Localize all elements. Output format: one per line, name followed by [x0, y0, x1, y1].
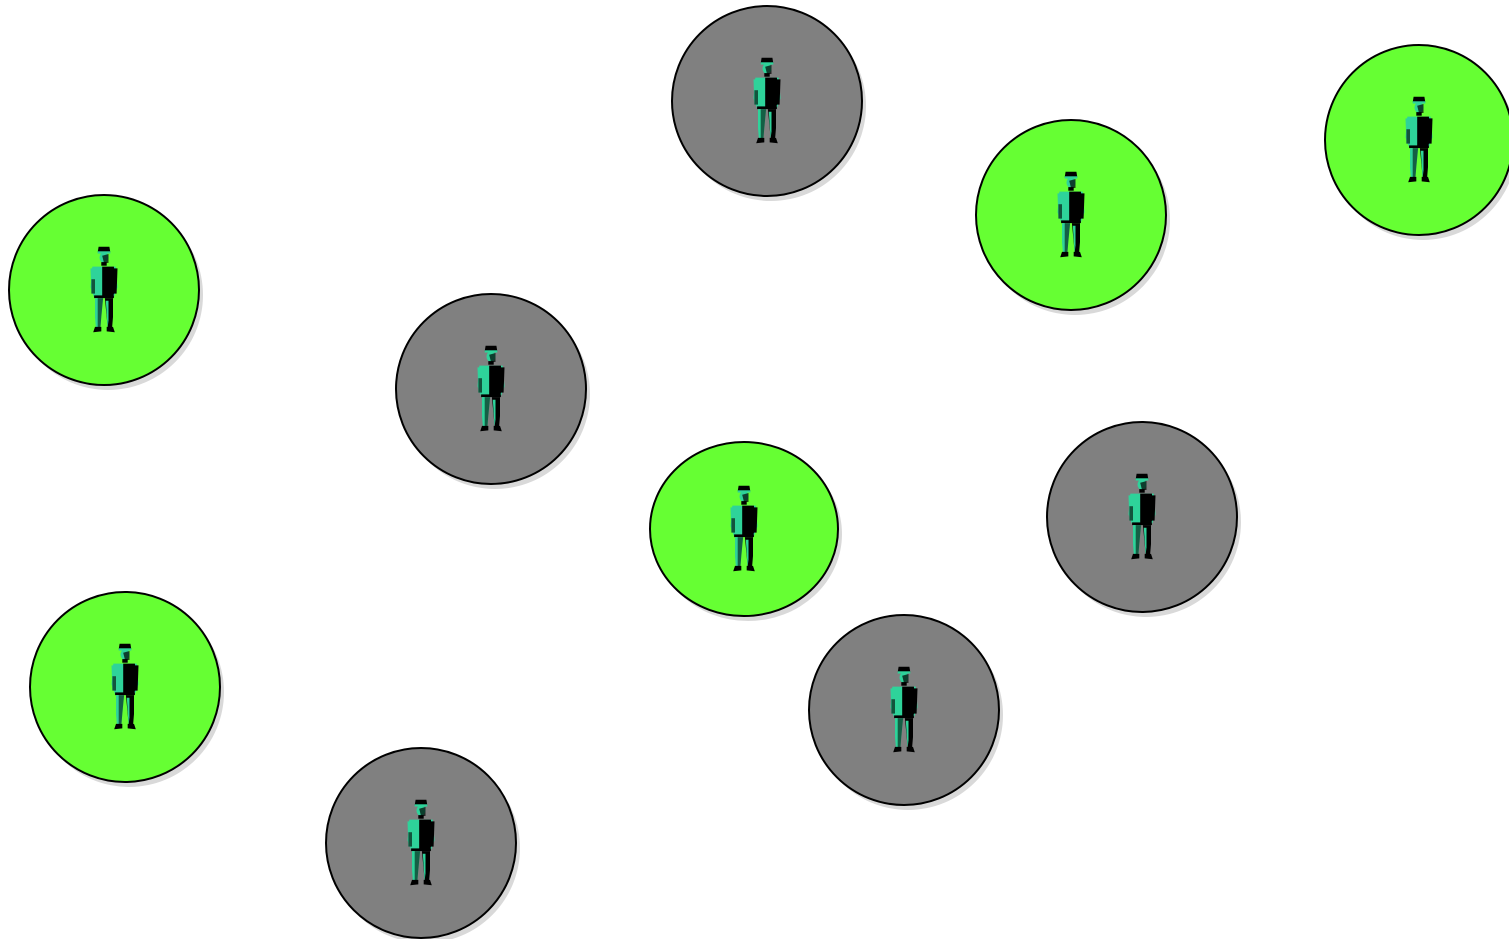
soldier-node-active	[9, 195, 203, 390]
soldier-node-inactive	[672, 6, 866, 201]
soldier-node-inactive	[1047, 422, 1241, 617]
soldier-node-inactive	[326, 748, 520, 939]
soldier-node-inactive	[396, 294, 590, 489]
soldier-node-inactive	[809, 615, 1003, 810]
soldier-node-active	[30, 592, 224, 787]
soldier-node-active	[1325, 45, 1509, 240]
soldier-node-active	[650, 442, 842, 621]
soldier-node-active	[976, 120, 1170, 315]
